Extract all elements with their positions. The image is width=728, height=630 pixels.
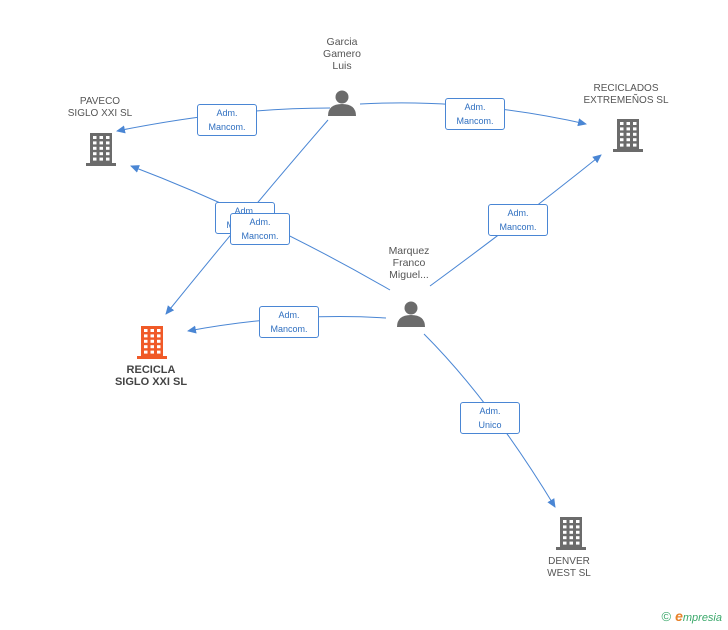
copyright-symbol: © [661, 609, 672, 624]
building-icon-reciclados[interactable] [613, 119, 643, 152]
person-icon-marquez[interactable] [397, 301, 425, 328]
person-icon-garcia[interactable] [328, 90, 356, 117]
icons-layer [86, 90, 643, 550]
edge-label-marquez-to-reciclados: Adm. Mancom. [488, 204, 548, 236]
node-label-recicla[interactable]: RECICLA SIGLO XXI SL [114, 364, 188, 388]
edge-label-garcia-to-reciclados: Adm. Mancom. [445, 98, 505, 130]
edges-layer [116, 102, 602, 508]
node-label-paveco[interactable]: PAVECO SIGLO XXI SL [67, 96, 133, 119]
node-label-garcia[interactable]: Garcia Gamero Luis [323, 36, 361, 72]
building-icon-paveco[interactable] [86, 133, 116, 166]
node-label-reciclados[interactable]: RECICLADOS EXTREMEÑOS SL [583, 83, 669, 106]
edge-label-garcia-to-paveco: Adm. Mancom. [197, 104, 257, 136]
brand-name: mpresia [682, 612, 722, 624]
edge-label-marquez-to-recicla: Adm. Mancom. [259, 306, 319, 338]
edge-label-marquez-to-denver: Adm. Unico [460, 402, 520, 434]
node-label-marquez[interactable]: Marquez Franco Miguel... [388, 245, 430, 281]
building-icon-recicla[interactable] [137, 326, 167, 359]
brand-initial: e [675, 608, 683, 624]
edge-label-marquez-to-paveco: Adm. Mancom. [230, 213, 290, 245]
building-icon-denver[interactable] [556, 517, 586, 550]
node-label-denver[interactable]: DENVER WEST SL [547, 556, 591, 579]
footer-brand: ©empresia [661, 608, 722, 624]
